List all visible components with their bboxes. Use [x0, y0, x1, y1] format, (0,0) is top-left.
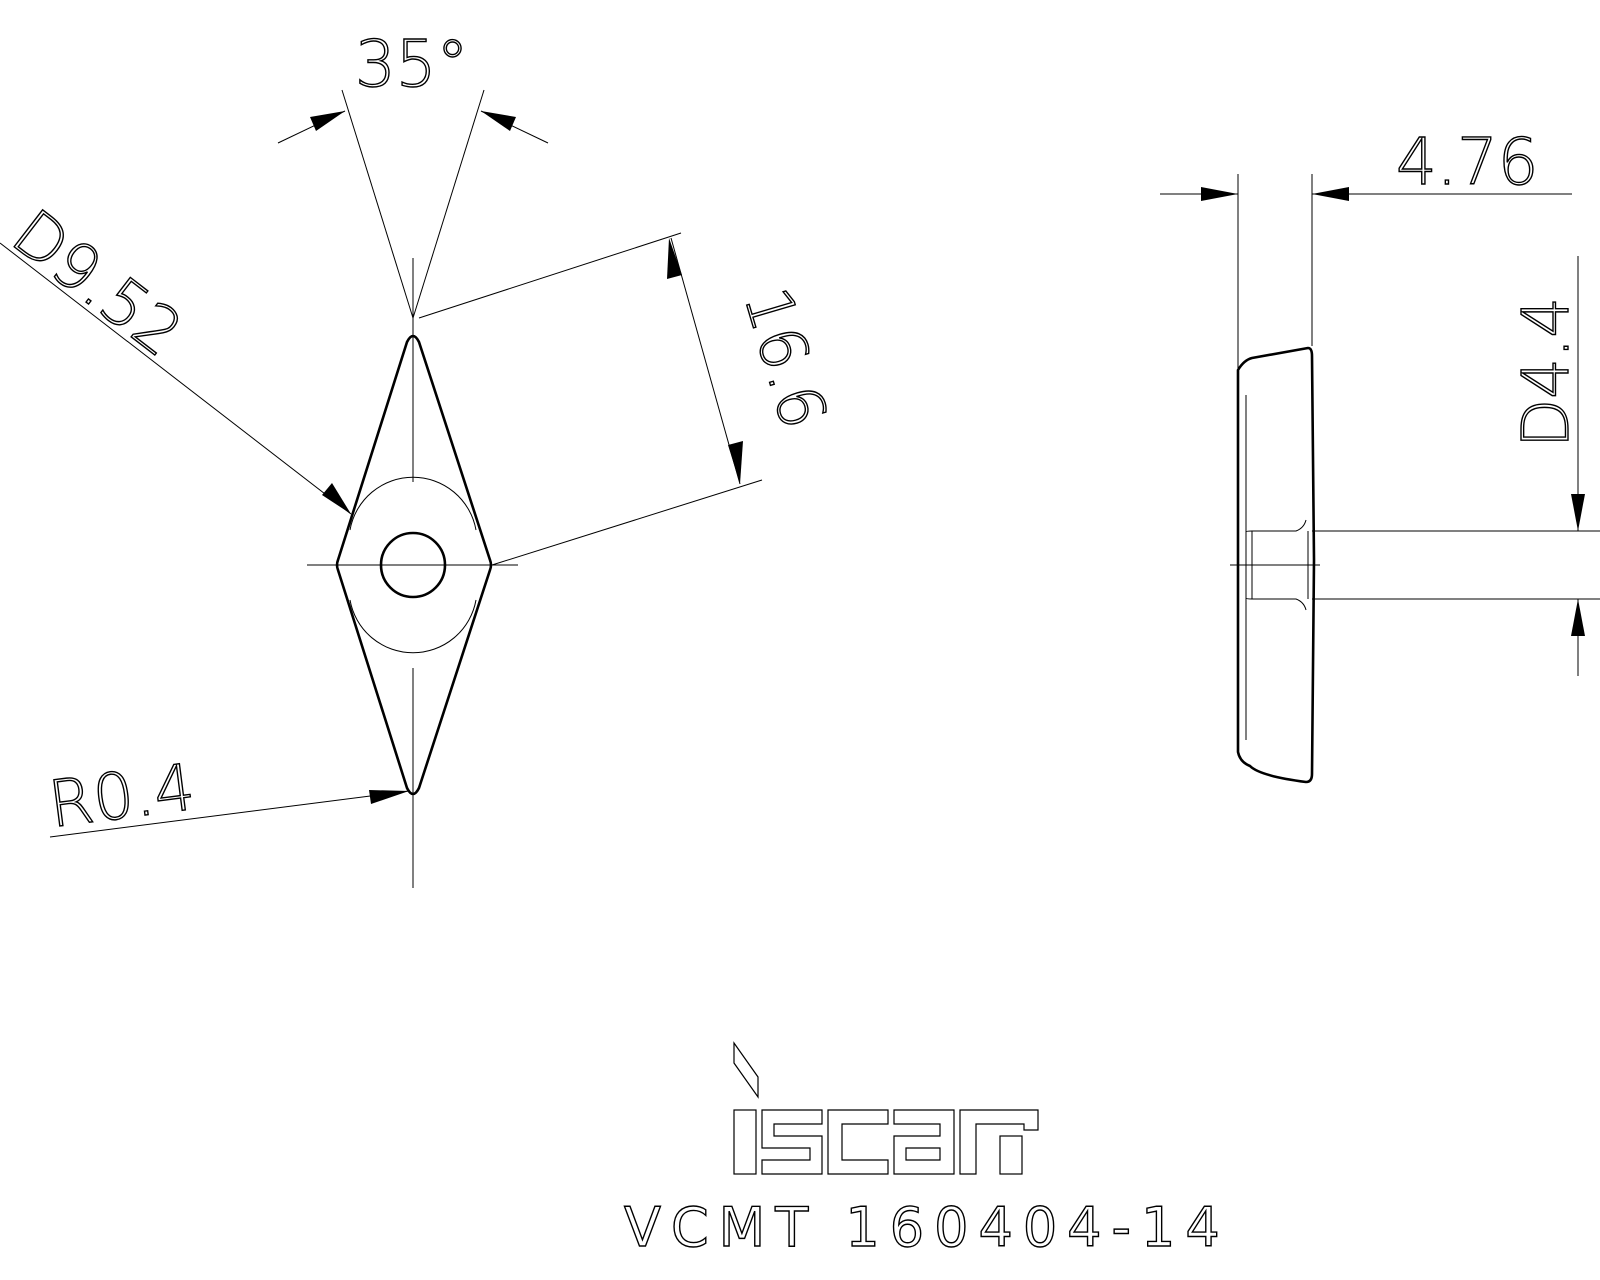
thickness-label: 4.76 [1396, 126, 1539, 200]
angle-arrow-left [310, 111, 345, 131]
inscribed-circle-label: D9.52 [0, 196, 195, 372]
angle-arrow-right [481, 111, 516, 131]
logo-r-serif [999, 1135, 1023, 1175]
angle-extension-right [412, 89, 485, 319]
edge-dimension-line [670, 237, 741, 485]
corner-radius-dimension: R0.4 [44, 750, 410, 844]
insert-outline [335, 334, 493, 796]
iscar-logo: iscar [733, 1041, 1039, 1175]
side-hole-top [1245, 519, 1307, 533]
logo-s [761, 1109, 823, 1175]
hole-arrow-top [1571, 494, 1585, 531]
center-hole [379, 531, 447, 599]
insert-front-view [307, 258, 518, 888]
thickness-dimension: 4.76 [1160, 125, 1572, 368]
angle-dimension: 35° [277, 27, 549, 319]
edge-extension-bottom [491, 479, 763, 566]
logo-i-dot [733, 1041, 759, 1099]
corner-radius-label: R0.4 [45, 751, 199, 843]
hole-diameter-label: D4.4 [1510, 297, 1584, 448]
side-profile-outline [1236, 346, 1316, 784]
edge-extension-top [418, 232, 682, 319]
angle-extension-left [341, 89, 414, 319]
hole-diameter-dimension: D4.4 [1312, 256, 1600, 676]
counterbore-arc-bottom [349, 599, 477, 654]
edge-arrow-top [667, 238, 682, 279]
part-number: VCMT 160404-14 [624, 1196, 1230, 1259]
hole-arrow-bottom [1571, 599, 1585, 636]
logo-c [827, 1109, 889, 1175]
edge-length-label: 16.6 [729, 280, 840, 438]
logo-r [959, 1109, 1039, 1175]
counterbore-arc-top [349, 476, 477, 531]
logo-i-stem [733, 1109, 757, 1175]
angle-label: 35° [355, 28, 468, 102]
logo-a [893, 1109, 955, 1175]
insert-side-view [1230, 346, 1320, 784]
edge-length-dimension: 16.6 [418, 232, 841, 566]
thickness-arrow-left [1201, 187, 1238, 201]
inscribed-circle-dimension: D9.52 [0, 195, 352, 515]
corner-radius-arrow [369, 790, 409, 804]
inscribed-circle-arrow [322, 483, 351, 514]
inscribed-circle-leader [0, 242, 352, 515]
side-hole-bottom [1245, 597, 1307, 611]
edge-arrow-bottom [728, 441, 743, 484]
thickness-arrow-right [1312, 187, 1349, 201]
corner-radius-leader [49, 790, 410, 838]
